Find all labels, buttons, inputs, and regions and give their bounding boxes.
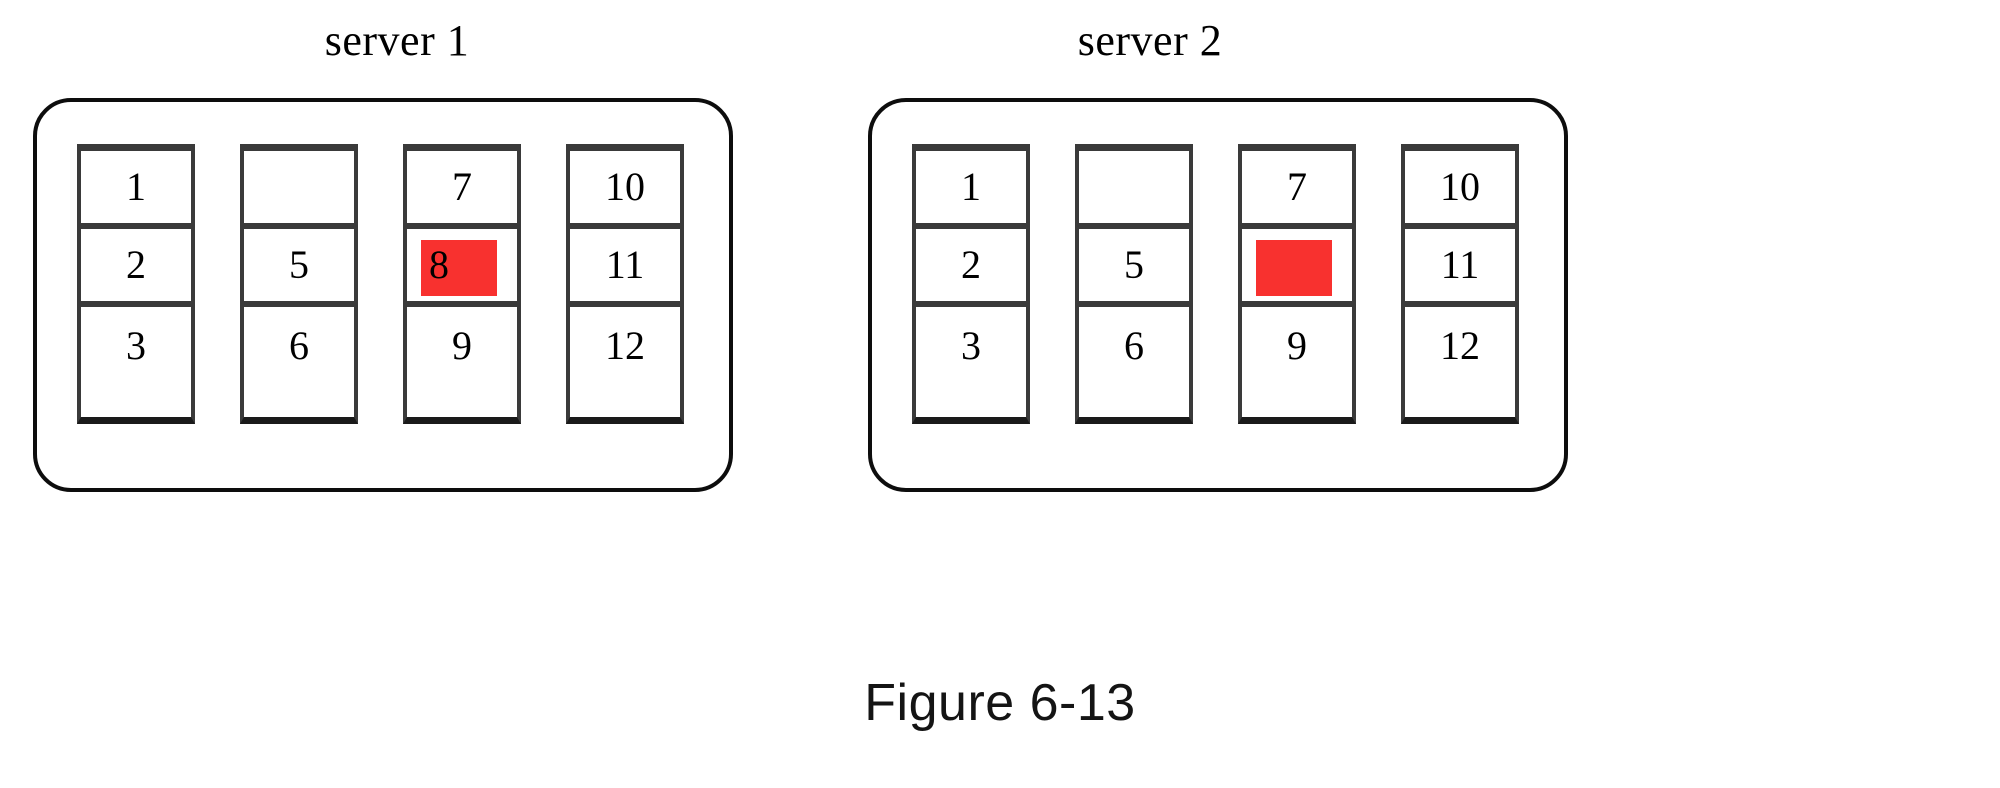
server-1-cell-r1c4[interactable]: 10 [570,151,680,229]
cell-label: 9 [452,323,472,368]
server-2-cell-r1c2[interactable] [1079,151,1189,229]
server-1-title: server 1 [324,16,470,65]
server-2-column-strips: 1 2 3 5 6 [912,144,1524,424]
cell-label: 3 [126,323,146,368]
server-1-cell-r3c4[interactable]: 12 [570,307,680,385]
cell-label: 11 [605,242,645,287]
server-2-cell-r3c3[interactable]: 9 [1242,307,1352,385]
server-1-column-1[interactable]: 1 2 3 [77,144,195,424]
cell-label: 12 [605,323,645,368]
cell-label: 10 [605,164,645,209]
server-2-column-1[interactable]: 1 2 3 [912,144,1030,424]
server-1-cell-r3c3[interactable]: 9 [407,307,517,385]
cell-label: 8 [429,242,449,287]
cell-label: 2 [126,242,146,287]
server-2-column-3[interactable]: 7 9 [1238,144,1356,424]
cell-label: 3 [961,323,981,368]
server-2-title: server 2 [1077,16,1223,65]
server-2-cell-r1c3[interactable]: 7 [1242,151,1352,229]
cell-label: 5 [1124,242,1144,287]
cell-label: 11 [1440,242,1480,287]
server-2-cell-r3c4[interactable]: 12 [1405,307,1515,385]
server-2-cell-r1c1[interactable]: 1 [916,151,1026,229]
cell-label: 1 [126,164,146,209]
server-1-cell-r2c2[interactable]: 5 [244,229,354,307]
server-2-cell-r3c2[interactable]: 6 [1079,307,1189,385]
cell-label: 2 [961,242,981,287]
server-1-cell-r2c3-highlighted[interactable]: 8 [407,229,517,307]
cell-label: 7 [452,164,472,209]
server-1-cell-r3c2[interactable]: 6 [244,307,354,385]
server-2-column-2[interactable]: 5 6 [1075,144,1193,424]
server-1-cell-r1c3[interactable]: 7 [407,151,517,229]
cell-label: 6 [289,323,309,368]
server-1-column-3[interactable]: 7 8 9 [403,144,521,424]
server-2-chassis: 1 2 3 5 6 [868,98,1568,492]
highlight-chip [1256,240,1332,296]
server-2-column-4[interactable]: 10 11 12 [1401,144,1519,424]
server-2-cell-r2c3-highlighted-empty[interactable] [1242,229,1352,307]
server-1-cell-r3c1[interactable]: 3 [81,307,191,385]
server-1-cell-r2c4[interactable]: 11 [570,229,680,307]
server-2-cell-r2c4[interactable]: 11 [1405,229,1515,307]
server-1-chassis: 1 2 3 5 6 [33,98,733,492]
server-2-cell-r2c1[interactable]: 2 [916,229,1026,307]
server-1-column-4[interactable]: 10 11 12 [566,144,684,424]
cell-label: 6 [1124,323,1144,368]
cell-label: 10 [1440,164,1480,209]
server-2-cell-r1c4[interactable]: 10 [1405,151,1515,229]
cell-label: 12 [1440,323,1480,368]
server-1-cell-r2c1[interactable]: 2 [81,229,191,307]
server-1-cell-r1c1[interactable]: 1 [81,151,191,229]
server-1-column-strips: 1 2 3 5 6 [77,144,689,424]
figure-caption: Figure 6-13 [864,674,1136,732]
server-2-cell-r2c2[interactable]: 5 [1079,229,1189,307]
cell-label: 1 [961,164,981,209]
cell-label: 7 [1287,164,1307,209]
server-1-cell-r1c2[interactable] [244,151,354,229]
server-1-column-2[interactable]: 5 6 [240,144,358,424]
server-2-cell-r3c1[interactable]: 3 [916,307,1026,385]
cell-label: 9 [1287,323,1307,368]
cell-label: 5 [289,242,309,287]
highlight-chip [421,240,497,296]
